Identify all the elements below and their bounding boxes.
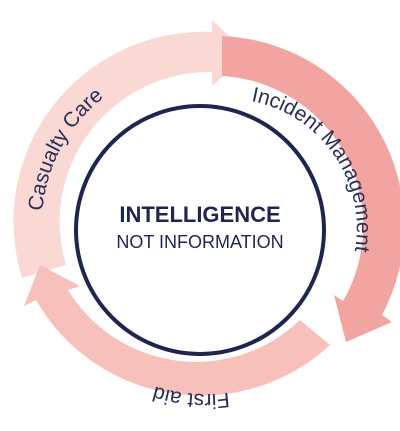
segment-arrow-first-aid (24, 265, 330, 396)
center-ring (74, 104, 326, 356)
center-subtitle: NOT INFORMATION (116, 232, 283, 252)
segment-arrow-incident-management (222, 36, 400, 342)
center-title: INTELLIGENCE (119, 202, 280, 227)
